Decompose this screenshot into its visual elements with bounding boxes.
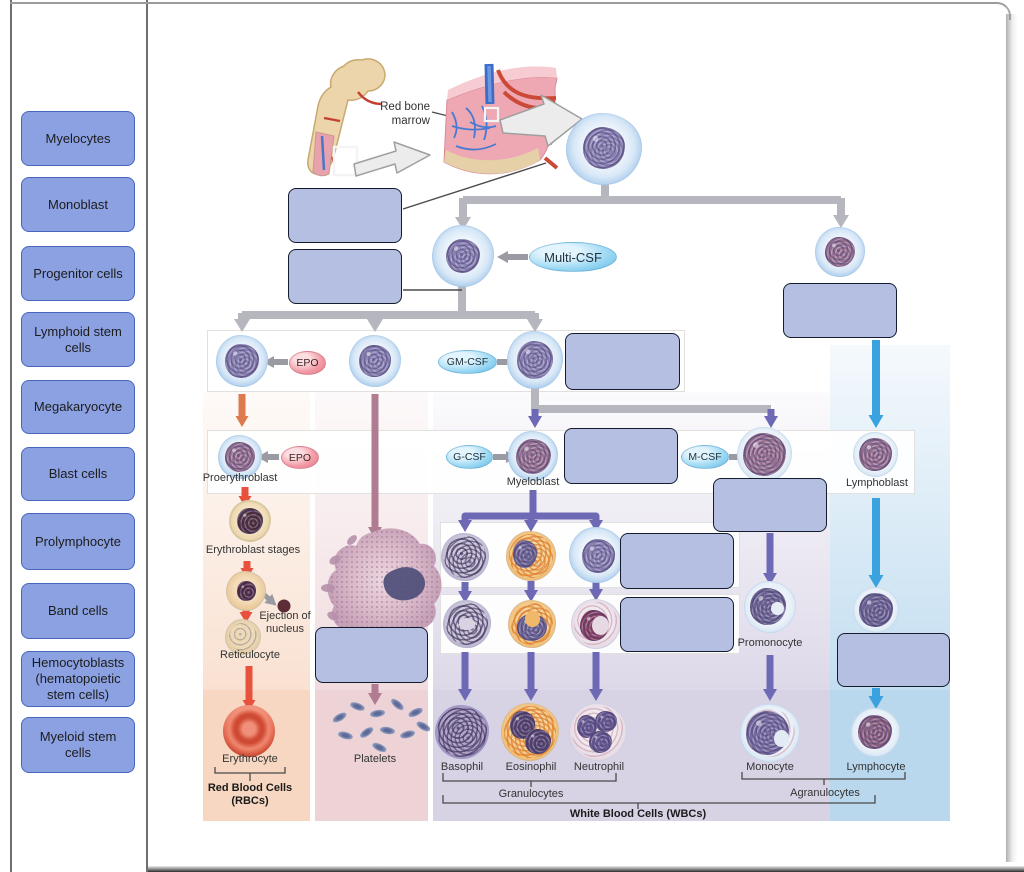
drop-zone-blast-cells[interactable]	[564, 428, 678, 484]
m-csf-label: M-CSF	[681, 445, 729, 469]
reticulocyte-label: Reticulocyte	[220, 649, 280, 661]
eosinophil-label: Eosinophil	[505, 761, 557, 773]
drop-zone-hemocytoblast[interactable]	[288, 188, 402, 243]
erythrocyte-label: Erythrocyte	[222, 753, 278, 765]
promonocyte-label: Promonocyte	[737, 637, 803, 649]
drag-label-hemocytoblasts[interactable]: Hemocytoblasts (hematopoietic stem cells…	[21, 651, 135, 707]
myeloid-stem-cell	[432, 225, 494, 287]
marrow-to-cell-arrow	[499, 94, 583, 147]
drag-label-megakaryocyte[interactable]: Megakaryocyte	[21, 380, 135, 434]
monoblast-cell	[737, 427, 792, 482]
monocyte-cell	[740, 704, 800, 762]
gm-csf-label: GM-CSF	[438, 350, 497, 374]
basophil-cell	[435, 705, 489, 759]
drag-label-blast-cells[interactable]: Blast cells	[21, 447, 135, 501]
drag-label-lymphoid-stem-cells[interactable]: Lymphoid stem cells	[21, 312, 135, 367]
megakaryocyte-cell	[321, 528, 442, 650]
epo-label-blast: EPO	[281, 446, 319, 469]
multi-csf-label: Multi-CSF	[529, 242, 617, 272]
red-bone-marrow-label: Red bone marrow	[380, 101, 430, 127]
sidebar-divider	[146, 0, 148, 872]
erythroid-progenitor-cell	[216, 335, 268, 387]
drag-label-myelocytes[interactable]: Myelocytes	[21, 111, 135, 166]
ejection-of-nucleus-label: Ejection of nucleus	[259, 610, 311, 635]
myeloblast-label: Myeloblast	[506, 476, 560, 488]
granulocyte-progenitor-cell	[507, 331, 563, 389]
eosinophilic-myelocyte-cell	[506, 531, 556, 581]
neutrophil-cell	[569, 703, 627, 761]
lymphocyte-label: Lymphocyte	[846, 761, 906, 773]
bone-to-marrow-arrow	[353, 141, 431, 177]
agranulocytes-label: Agranulocytes	[790, 787, 860, 799]
eosinophil-cell	[501, 703, 559, 761]
eosinophilic-band-cell	[508, 600, 556, 648]
g-csf-label: G-CSF	[446, 445, 493, 469]
basophilic-myelocyte-cell	[441, 533, 489, 581]
lymph-column-band	[830, 690, 950, 821]
drop-zone-myeloid-stem-cells[interactable]	[288, 249, 402, 304]
drop-zone-band-cells[interactable]	[620, 597, 734, 652]
page-top-border	[10, 2, 995, 4]
lymphoid-stem-cell	[815, 227, 865, 277]
drop-zone-monoblast[interactable]	[713, 478, 827, 532]
drag-label-monoblast[interactable]: Monoblast	[21, 177, 135, 232]
granulocytes-label: Granulocytes	[498, 788, 564, 800]
epo-label-progenitor: EPO	[289, 351, 326, 375]
rbc-group-label: Red Blood Cells (RBCs)	[207, 782, 293, 807]
erythrocyte-cell	[223, 705, 275, 757]
wbc-group-label: White Blood Cells (WBCs)	[569, 808, 707, 820]
myeloblast-cell	[508, 431, 558, 481]
basophilic-band-cell	[443, 600, 491, 648]
megakaryocyte-progenitor-cell	[349, 335, 401, 387]
drop-zone-myelocytes[interactable]	[620, 533, 734, 589]
page-corner	[993, 2, 1011, 20]
femur-bone-illustration	[307, 58, 386, 177]
drop-zone-progenitor-cells[interactable]	[565, 333, 680, 390]
page-bottom-shadow	[148, 866, 1024, 872]
erythroblast-stages-label: Erythroblast stages	[205, 544, 301, 556]
reticulocyte-cell	[225, 619, 261, 655]
neutrophilic-myelocyte-cell	[569, 527, 625, 583]
page-left-border	[10, 0, 12, 872]
prolymphocyte-cell	[853, 587, 899, 633]
monocyte-label: Monocyte	[746, 761, 794, 773]
normoblast-cell	[226, 571, 266, 611]
drop-zone-prolymphocyte[interactable]	[837, 633, 950, 687]
lymphoblast-cell	[853, 432, 898, 477]
lymph-column-gradient	[830, 345, 950, 690]
drop-zone-megakaryocyte[interactable]	[315, 627, 428, 683]
lymphoblast-label: Lymphoblast	[846, 477, 908, 489]
drop-zone-lymphoid-stem-cells[interactable]	[783, 283, 897, 338]
drag-label-band-cells[interactable]: Band cells	[21, 583, 135, 639]
erythroblast-cell	[229, 500, 271, 542]
neutrophilic-band-cell	[571, 599, 621, 649]
ejected-nucleus	[277, 599, 291, 613]
lymphocyte-cell	[851, 708, 900, 757]
neutrophil-label: Neutrophil	[573, 761, 625, 773]
hemocytoblast-cell	[566, 113, 642, 185]
page-right-shadow	[1006, 14, 1018, 862]
proerythroblast-cell	[218, 435, 262, 479]
drag-label-prolymphocyte[interactable]: Prolymphocyte	[21, 513, 135, 570]
promonocyte-cell	[744, 581, 796, 633]
drag-label-progenitor-cells[interactable]: Progenitor cells	[21, 246, 135, 301]
basophil-label: Basophil	[440, 761, 484, 773]
proerythroblast-label: Proerythroblast	[202, 472, 278, 484]
drag-label-myeloid-stem-cells[interactable]: Myeloid stem cells	[21, 717, 135, 773]
platelets-label: Platelets	[353, 753, 397, 765]
